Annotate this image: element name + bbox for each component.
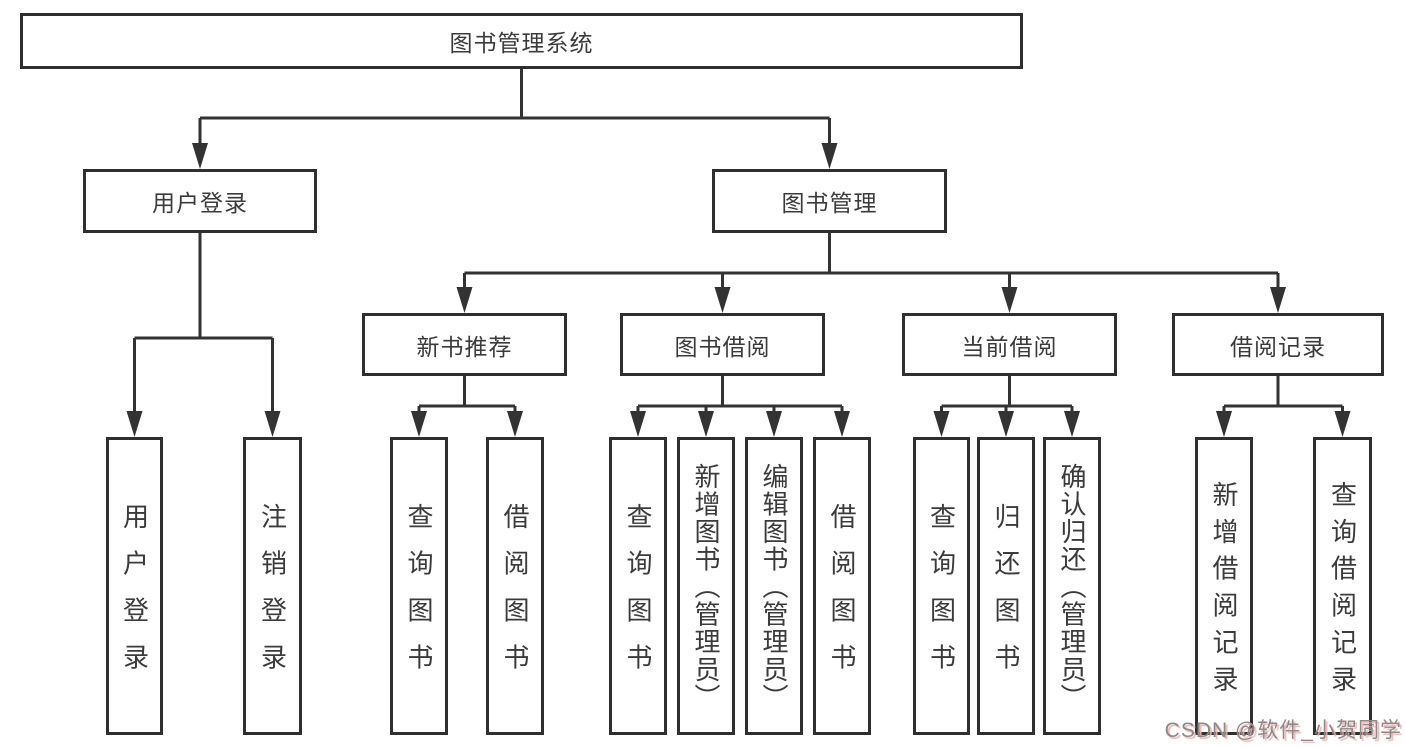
node-root-library-system: 图书管理系统 <box>20 13 1023 69</box>
arrowheads-group <box>126 143 1351 437</box>
leaf-user-login: 用户登录 <box>106 437 163 735</box>
leaf-borrow-borrow: 借阅图书 <box>813 437 871 735</box>
arrowhead-icon <box>630 411 646 437</box>
leaf-borrow-edit-admin: 编辑图书（管理员） <box>745 437 803 735</box>
edge-records-to-leaves <box>1222 376 1344 413</box>
edge-borrow-to-leaves <box>636 376 844 413</box>
node-label: 归还图书 <box>991 502 1021 690</box>
node-book-management: 图书管理 <box>712 169 947 233</box>
leaf-records-add: 新增借阅记录 <box>1195 437 1253 735</box>
arrowhead-icon <box>698 411 714 437</box>
leaf-newbooks-query: 查询图书 <box>390 437 448 735</box>
node-label: 新增图书（管理员） <box>691 462 721 711</box>
node-label: 用户登录 <box>152 190 248 216</box>
node-borrow-records: 借阅记录 <box>1172 313 1384 376</box>
arrowhead-icon <box>1001 287 1018 313</box>
leaf-current-confirm-admin: 确认归还（管理员） <box>1043 437 1101 735</box>
node-label: 借阅图书 <box>827 502 857 690</box>
arrowhead-icon <box>714 287 731 313</box>
arrowhead-icon <box>126 411 143 437</box>
leaf-current-return: 归还图书 <box>977 437 1035 735</box>
node-label: 借阅图书 <box>500 502 530 690</box>
node-label: 编辑图书（管理员） <box>759 462 789 711</box>
node-label: 注销登录 <box>257 502 288 690</box>
arrowhead-icon <box>834 411 850 437</box>
leaf-records-query: 查询借阅记录 <box>1313 437 1372 735</box>
leaf-logout: 注销登录 <box>243 437 302 735</box>
arrowhead-icon <box>411 411 427 437</box>
node-label: 图书管理 <box>781 190 878 216</box>
node-book-borrow: 图书借阅 <box>620 313 825 376</box>
node-label: 查询借阅记录 <box>1327 480 1358 703</box>
leaf-newbooks-borrow: 借阅图书 <box>486 437 544 735</box>
node-label: 查询图书 <box>926 502 957 690</box>
arrowhead-icon <box>766 411 782 437</box>
arrowhead-icon <box>933 411 950 437</box>
node-label: 当前借阅 <box>961 333 1058 360</box>
arrowhead-icon <box>1334 411 1351 437</box>
arrowhead-icon <box>192 143 208 169</box>
arrowhead-icon <box>264 411 281 437</box>
leaf-borrow-query: 查询图书 <box>609 437 667 735</box>
arrowhead-icon <box>456 287 473 313</box>
edge-current-to-leaves <box>940 376 1074 413</box>
node-label: 新书推荐 <box>416 333 513 360</box>
arrowhead-icon <box>998 411 1014 437</box>
edges-group <box>133 69 1344 413</box>
node-label: 借阅记录 <box>1230 333 1326 360</box>
node-label: 图书借阅 <box>674 333 771 360</box>
arrowhead-icon <box>1064 411 1080 437</box>
arrowhead-icon <box>507 411 523 437</box>
leaf-borrow-add-admin: 新增图书（管理员） <box>677 437 735 735</box>
edge-newbooks-to-leaves <box>417 376 517 413</box>
edge-bookmgmt-to-level3 <box>463 233 1280 289</box>
node-new-book-recommend: 新书推荐 <box>362 313 567 376</box>
csdn-watermark: CSDN @软件_小贺同学 <box>1164 719 1402 742</box>
arrowhead-icon <box>821 143 838 169</box>
arrowhead-icon <box>1216 411 1232 437</box>
node-label: 确认归还（管理员） <box>1057 462 1087 711</box>
arrowhead-icon <box>1270 287 1286 313</box>
leaf-current-query: 查询图书 <box>913 437 970 735</box>
node-label: 查询图书 <box>623 502 653 690</box>
node-label: 新增借阅记录 <box>1209 480 1239 703</box>
node-label: 图书管理系统 <box>449 30 594 56</box>
node-label: 查询图书 <box>404 502 434 690</box>
node-user-login: 用户登录 <box>83 169 317 233</box>
node-label: 用户登录 <box>119 502 150 690</box>
edge-userlogin-to-leaves <box>133 233 274 413</box>
edge-root-to-level2 <box>198 69 831 145</box>
node-current-borrow: 当前借阅 <box>902 313 1117 376</box>
